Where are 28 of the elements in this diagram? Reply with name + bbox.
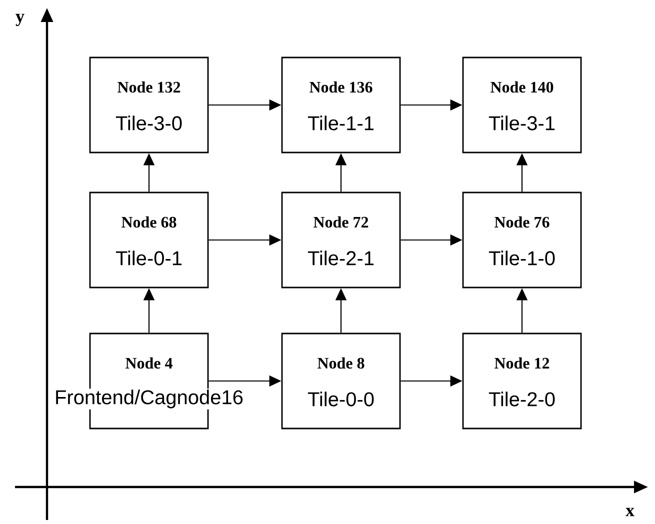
node-box <box>462 192 582 288</box>
node-title: Node 8 <box>318 357 364 369</box>
node-title: Node 12 <box>494 357 550 369</box>
node-box <box>462 332 582 430</box>
node-title: Node 4 <box>126 357 172 369</box>
node-box <box>462 56 582 154</box>
node-title: Node 72 <box>314 216 368 228</box>
node-box <box>89 192 209 288</box>
tile-label: Tile-0-0 <box>306 390 376 408</box>
node-title: Node 136 <box>310 81 372 93</box>
axis-label: y <box>16 14 24 26</box>
node-box <box>89 56 209 154</box>
node-box <box>281 192 401 288</box>
tile-label: Tile-3-0 <box>114 114 184 132</box>
tile-label: Frontend/Cagnode16 <box>53 388 245 410</box>
axis-label: x <box>626 508 634 516</box>
node-title: Node 140 <box>490 81 554 93</box>
tile-label: Tile-1-0 <box>487 250 557 266</box>
node-box <box>281 332 401 430</box>
tile-label: Tile-2-1 <box>306 250 376 266</box>
tile-label: Tile-0-1 <box>114 250 184 266</box>
node-title: Node 132 <box>118 81 180 93</box>
tile-label: Tile-3-1 <box>487 114 557 132</box>
tile-label: Tile-1-1 <box>306 114 376 132</box>
node-title: Node 76 <box>494 216 550 228</box>
node-title: Node 68 <box>122 216 176 228</box>
node-box <box>281 56 401 154</box>
tile-label: Tile-2-0 <box>487 390 557 408</box>
